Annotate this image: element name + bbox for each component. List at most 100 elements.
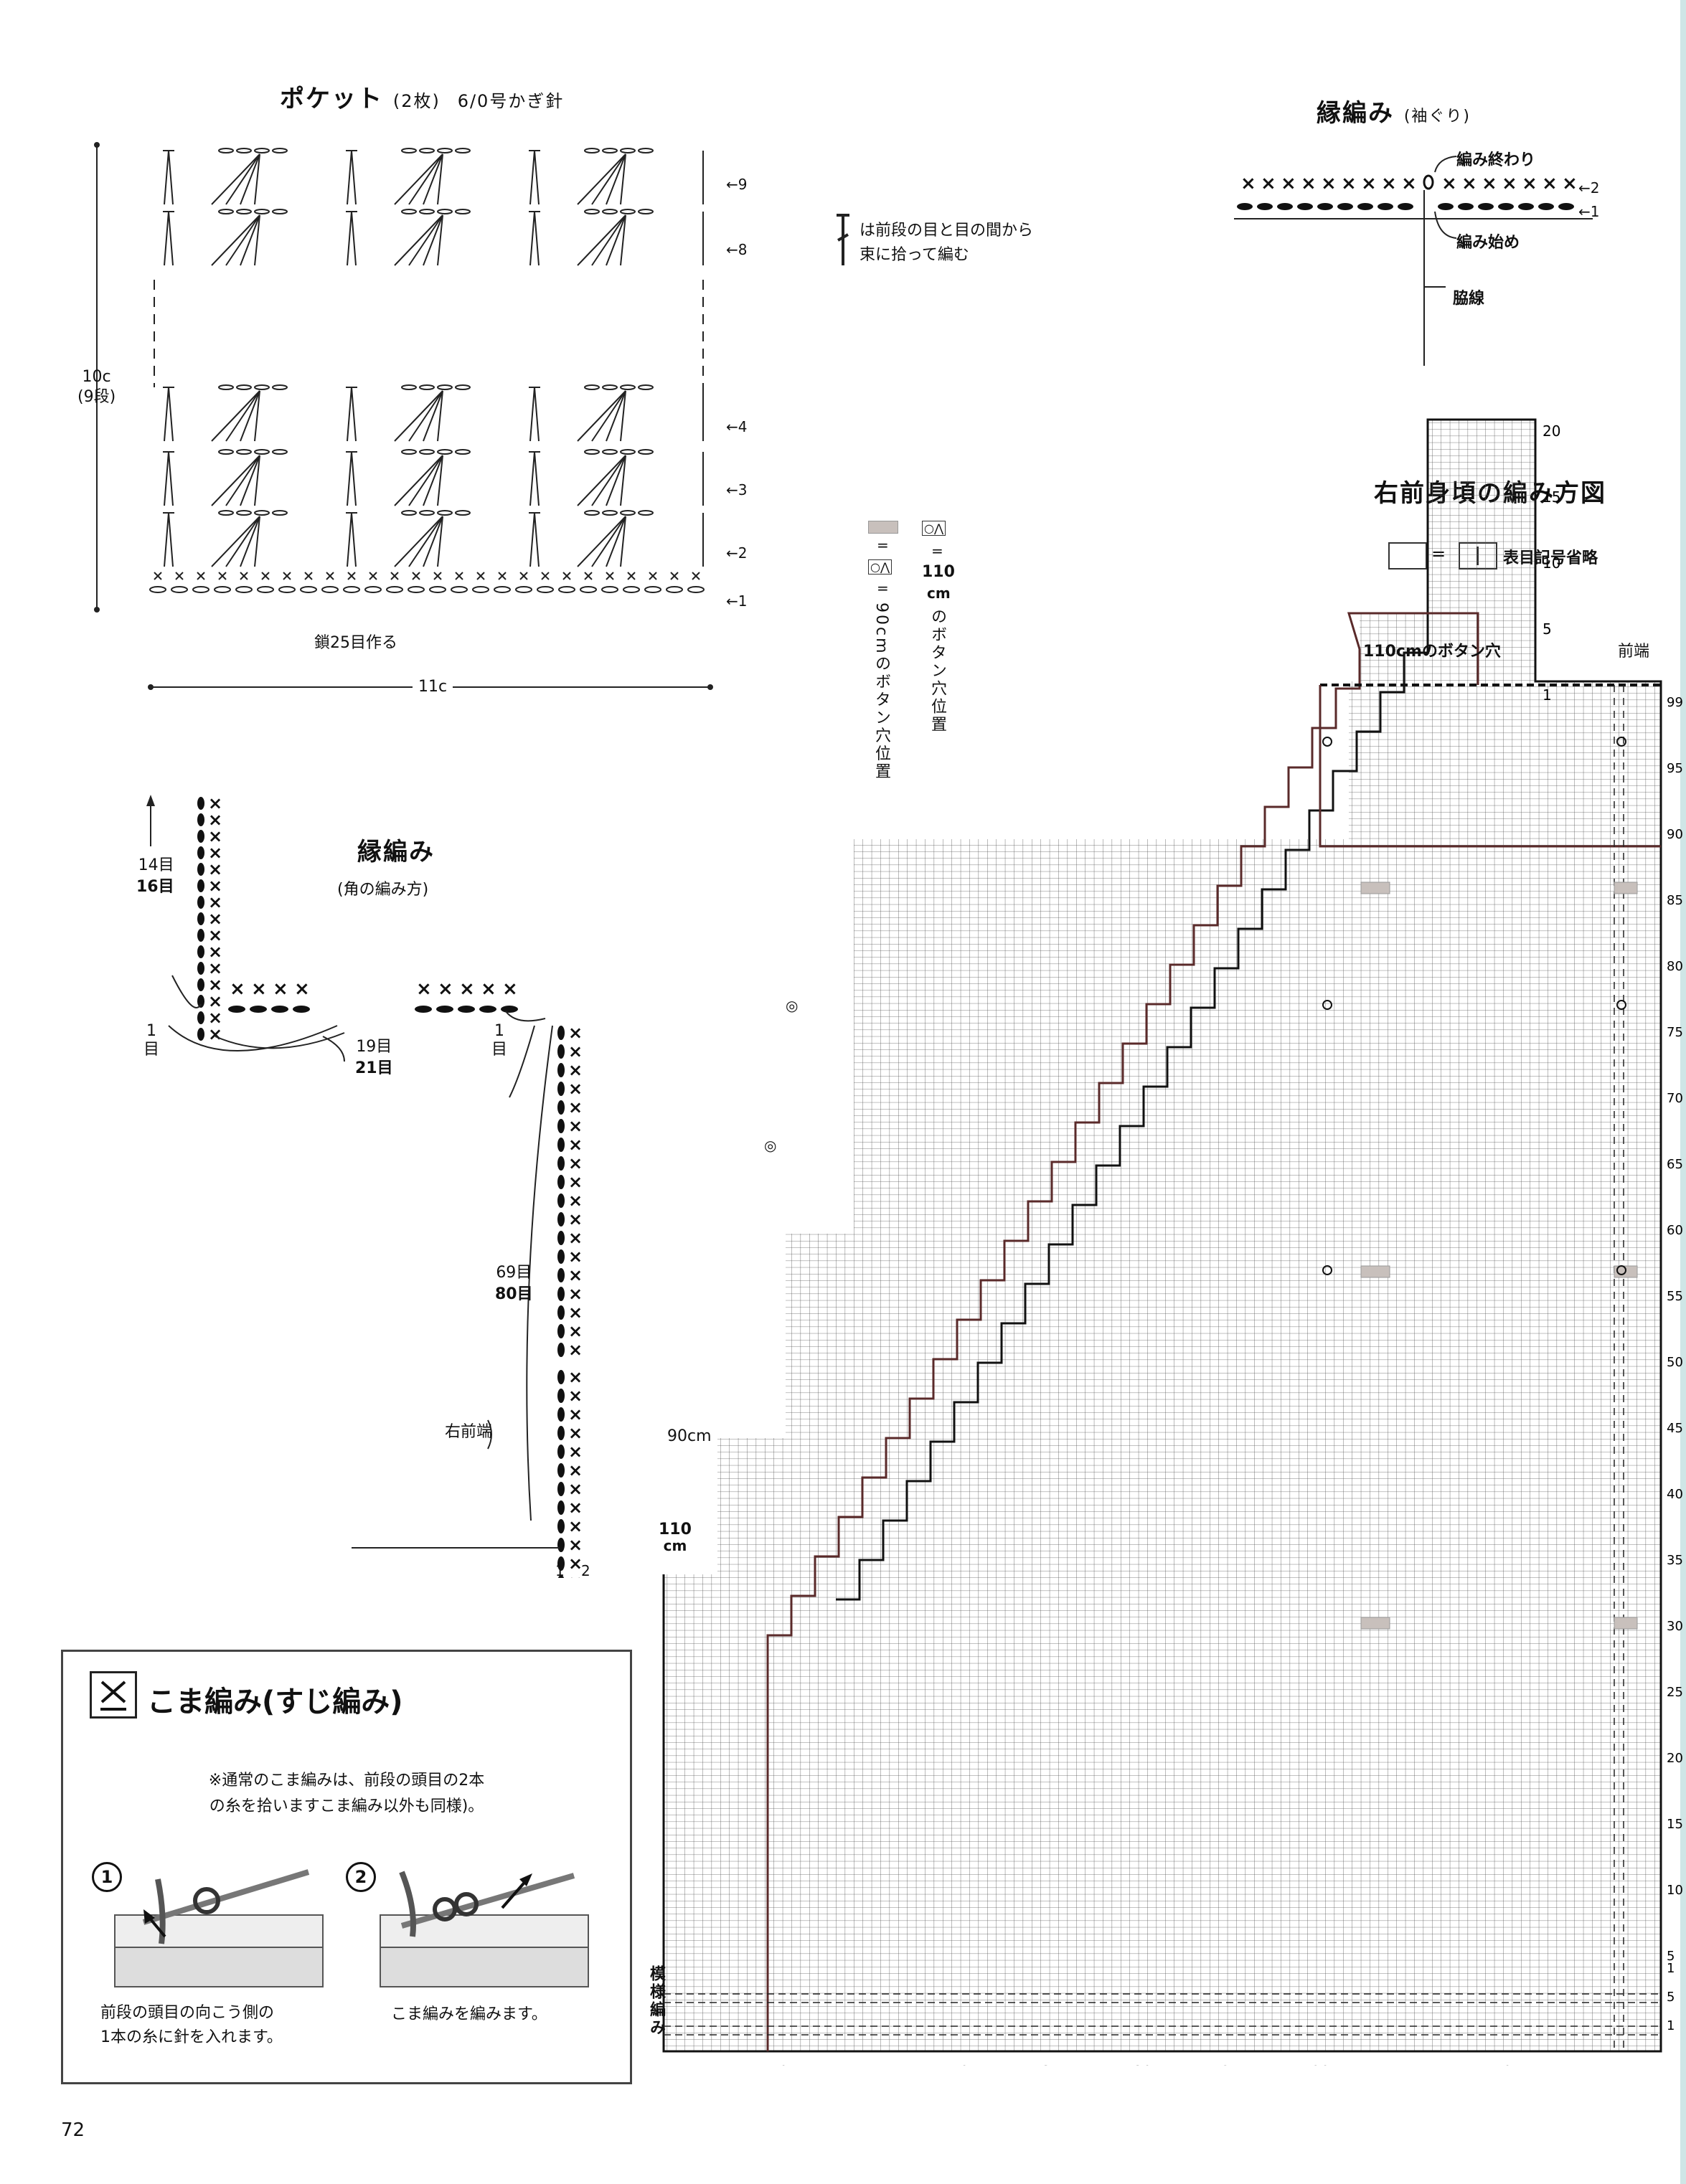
svg-text:×: × [568, 1535, 583, 1555]
pocket-row-8: 8 [726, 241, 748, 258]
pocket-chart [94, 142, 713, 690]
svg-text:×: × [568, 1423, 583, 1443]
chart-outline [662, 418, 1662, 2053]
svg-text:×: × [208, 826, 222, 846]
svg-text:×: × [416, 978, 432, 1000]
buttonhole-110-mark [1360, 1265, 1390, 1278]
svg-text:×: × [568, 1554, 583, 1574]
svg-text:×: × [568, 1498, 583, 1518]
svg-text:×: × [208, 975, 222, 995]
row-tick: 30 [1667, 1619, 1683, 1634]
row-tick: 60 [1667, 1223, 1683, 1238]
svg-text:×: × [568, 1228, 583, 1248]
row-tick: 75 [1667, 1025, 1683, 1040]
svg-text:×: × [1522, 173, 1537, 194]
step-2-number: 2 [346, 1862, 376, 1892]
shoulder-tick: 10 [1543, 554, 1560, 572]
pocket-width-label: 11c [413, 678, 453, 696]
svg-text:×: × [568, 1460, 583, 1480]
shoulder-tick: 5 [1543, 620, 1552, 638]
x-tick: 54 [664, 2063, 682, 2066]
svg-text:×: × [568, 1340, 583, 1360]
svg-text:×: × [208, 942, 222, 962]
stitch-instruction-box [61, 1650, 632, 2084]
buttonhole-110-size: 110 [922, 563, 955, 581]
buttonhole-110-mark [1360, 881, 1390, 894]
label-90cm: 90cm [667, 1427, 712, 1445]
row-tick: 45 [1667, 1421, 1683, 1436]
row-tick: 85 [1667, 893, 1683, 908]
row-tick: 20 [1667, 1751, 1683, 1766]
x-tick: 20 [1311, 2063, 1329, 2066]
svg-text:×: × [208, 991, 222, 1011]
svg-text:×: × [1240, 173, 1256, 194]
row-tick: 15 [1667, 1817, 1683, 1832]
svg-text:×: × [208, 958, 222, 978]
svg-text:×: × [208, 892, 222, 912]
pocket-row-1: 1 [726, 592, 748, 610]
svg-text:×: × [568, 1153, 583, 1173]
stitch-box-note: ※通常のこま編みは、前段の頭目の2本の糸を拾いますこま編み以外も同様)。 [208, 1772, 485, 1815]
row-tick: 10 [1667, 1883, 1683, 1898]
buttonhole-110-symbol: ○⋀ [922, 521, 946, 536]
row-tick: 5 [1667, 1949, 1675, 1964]
edge-corner-row-1: 1 [555, 1562, 565, 1579]
chart-collar [1319, 685, 1661, 848]
svg-text:×: × [208, 843, 222, 863]
row-tick: 35 [1667, 1553, 1683, 1568]
x-tick: 5 [1584, 2063, 1593, 2066]
edge-corner-row-2: 2 [581, 1562, 590, 1579]
svg-text:×: × [208, 909, 222, 929]
row-tick: 50 [1667, 1355, 1683, 1370]
treble-bundle-icon [837, 214, 849, 265]
buttonhole-90-symbol: ○⋀ [868, 559, 893, 575]
edge-sleeve-row-2: 2 [1578, 179, 1600, 197]
svg-text:×: × [1341, 173, 1357, 194]
chart-inner-outline [766, 612, 1479, 2051]
symbol-note: は前段の目と目の間から束に拾って編む [860, 222, 1034, 264]
svg-text:×: × [568, 1023, 583, 1043]
svg-text:×: × [568, 1209, 583, 1229]
edge-sleeve-side: 脇線 [1453, 290, 1485, 308]
svg-text:×: × [208, 1024, 222, 1044]
svg-text:×: × [568, 1116, 583, 1136]
row-tick: 55 [1667, 1289, 1683, 1304]
x-tick: 35 [1042, 2063, 1060, 2066]
svg-text:×: × [1441, 173, 1457, 194]
row-tick: 95 [1667, 761, 1683, 776]
svg-text:×: × [568, 1572, 583, 1578]
buttonhole-110-swatch [868, 521, 898, 534]
svg-text:×: × [459, 978, 475, 1000]
svg-text:×: × [568, 1321, 583, 1341]
buttonhole-110-text: のボタン穴位置 [928, 608, 946, 734]
svg-text:×: × [568, 1172, 583, 1192]
edge-corner-front-edge: 右前端 [445, 1423, 493, 1441]
row-tick: 1 [1667, 1961, 1675, 1976]
legend-empty-square [1388, 542, 1427, 569]
edge-sleeve-row-1: 1 [1578, 203, 1600, 220]
shoulder-tick: 15 [1543, 488, 1560, 506]
svg-text:×: × [568, 1303, 583, 1323]
x-tick: 10 [1494, 2063, 1512, 2066]
svg-text:×: × [1321, 173, 1337, 194]
buttonhole-legend-eq3: = [931, 542, 943, 559]
svg-text:×: × [1461, 173, 1477, 194]
buttonhole-90-mark [1322, 1265, 1332, 1275]
svg-text:×: × [208, 793, 222, 813]
edge-sleeve-chart: ×××××××××××××××× [1234, 156, 1593, 366]
x-tick: 1 [1643, 2063, 1652, 2066]
svg-text:×: × [568, 1386, 583, 1406]
row-tick: 65 [1667, 1157, 1683, 1172]
svg-text:×: × [568, 1479, 583, 1499]
buttonhole-110-mark [1614, 881, 1638, 894]
step-1-number: 1 [92, 1862, 122, 1892]
svg-text:×: × [568, 1041, 583, 1062]
svg-text:×: × [230, 978, 245, 1000]
pocket-title: ポケット (2枚) 6/0号かぎ針 [280, 85, 565, 113]
svg-text:×: × [1502, 173, 1517, 194]
svg-text:×: × [294, 978, 310, 1000]
